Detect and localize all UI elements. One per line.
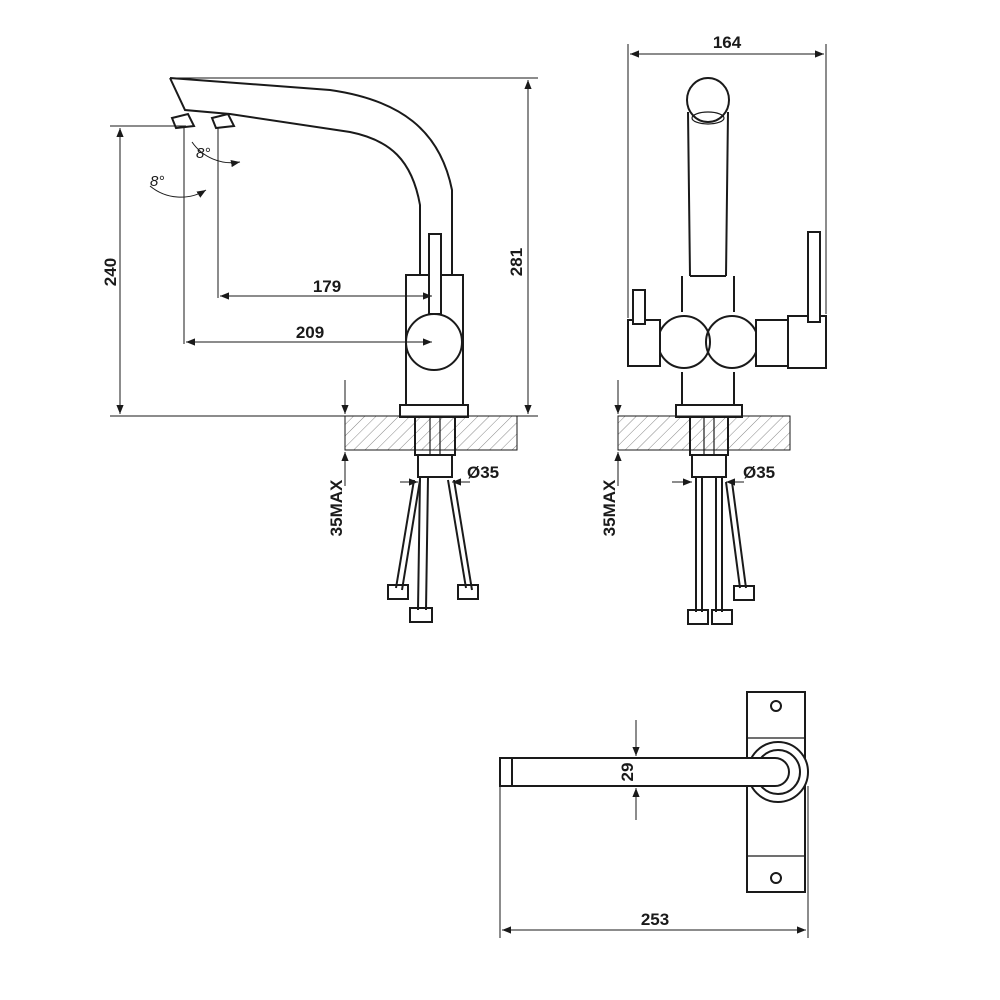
top-base-plate [746,691,806,893]
dim-front-width-164: 164 [713,33,742,52]
side-hose-center [417,476,429,611]
dim-reach-179: 179 [313,277,341,296]
front-hose-fitting-right [733,585,755,601]
angle-lower: 8° [150,173,164,190]
top-spout [499,757,790,787]
front-dimensions: 164 35MAX Ø35 [600,33,827,536]
top-mount-hole-upper [770,700,782,712]
front-spout-riser [687,111,729,277]
front-body-right-round [705,315,759,369]
front-hose-fitting-center [711,609,733,625]
side-aerator-left [170,112,196,130]
angle-upper: 8° [196,145,210,162]
dim-diameter-side: Ø35 [467,463,499,482]
side-view [169,77,518,623]
side-handle-lever [428,233,442,315]
dim-top-length-253: 253 [641,910,669,929]
side-spout [169,77,453,275]
top-dimensions: 253 29 [499,720,809,938]
dim-height-240: 240 [101,258,120,286]
front-body-left-round [657,315,711,369]
dim-deck-max-side: 35MAX [327,479,346,536]
front-hose-right [725,481,747,589]
front-lever-left [632,289,646,325]
side-hose-fitting-left [387,584,409,600]
side-hose-left [395,479,421,591]
front-hose-left [695,477,703,612]
dim-reach-209: 209 [296,323,324,342]
side-aerator-right [210,112,236,130]
front-handle-right [787,315,827,369]
front-handle-left [627,319,661,367]
dim-diameter-front: Ø35 [743,463,775,482]
front-base-flange [675,404,743,418]
side-hose-fitting-right [457,584,479,600]
side-dimensions: 281 240 179 209 8° 8° 35MAX Ø35 [101,77,538,536]
dim-top-width-29: 29 [618,763,637,782]
side-mounting-nut [417,454,453,478]
front-spout-head [686,77,730,123]
front-lever-right [807,231,821,323]
front-mounting-nut [691,454,727,478]
front-view [617,77,827,625]
top-mount-hole-lower [770,872,782,884]
front-hose-center [715,477,723,612]
front-body [681,276,735,405]
dim-deck-max-front: 35MAX [600,479,619,536]
front-hose-fitting-left [687,609,709,625]
side-hose-right [447,479,473,591]
front-aerator [691,111,725,125]
top-view [499,691,809,893]
side-deck-section [344,415,518,451]
side-hose-fitting-center [409,607,433,623]
dim-height-281: 281 [507,248,526,276]
side-base-flange [399,404,469,418]
